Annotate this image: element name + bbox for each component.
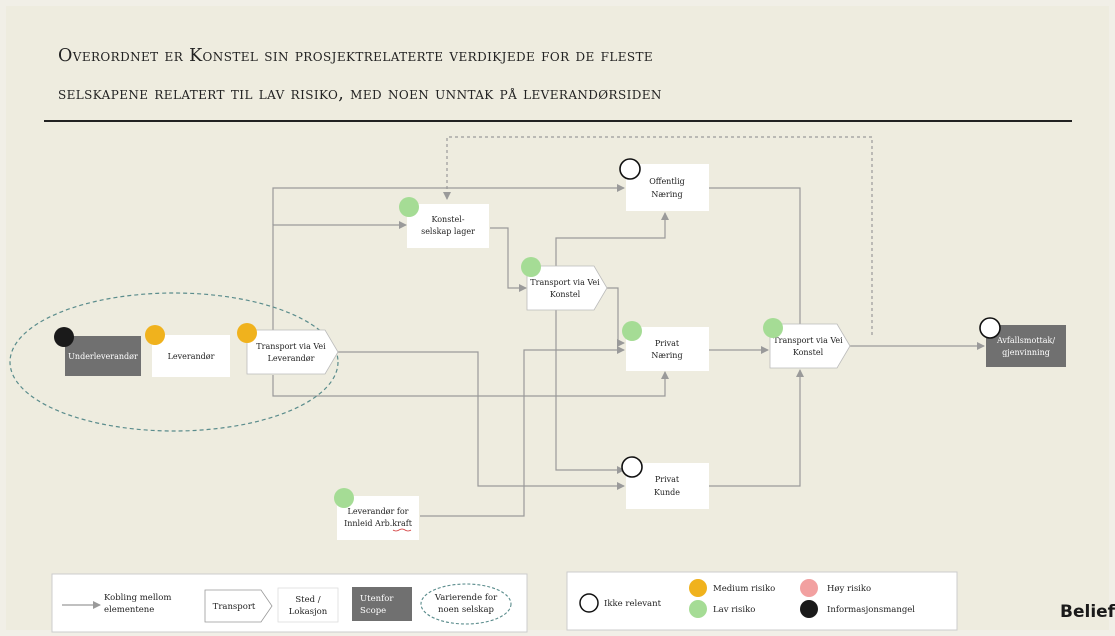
legend-dot-hoy — [800, 579, 818, 597]
node-privat-naering-line-2: Næring — [651, 351, 682, 360]
risk-dot-lav — [521, 257, 541, 277]
risk-dot-lav — [334, 488, 354, 508]
node-underleverandor: Underleverandør — [54, 327, 141, 376]
legend-sted-line-2: Lokasjon — [289, 607, 328, 617]
node-offentlig-naering-line-2: Næring — [651, 190, 682, 199]
node-privat-kunde-line-1: Privat — [655, 475, 680, 484]
node-transport-leverandor: Transport via Vei Leverandør — [237, 323, 339, 375]
node-privat-naering-line-1: Privat — [655, 339, 680, 348]
risk-dot-medium — [237, 323, 257, 343]
node-avfall-line-2: gjenvinning — [1002, 348, 1050, 357]
legend-utenfor-line-1: Utenfor — [360, 594, 394, 604]
node-transport-konstel-2-line-1: Transport via Vei — [773, 336, 843, 345]
legend-shapes: Kobling mellom elementene Transport Sted… — [51, 573, 528, 633]
node-privat-kunde-line-2: Kunde — [654, 488, 680, 497]
legend-dot-medium — [689, 579, 707, 597]
node-leverandor-arbeidskraft-line-2: Innleid Arb.kraft — [344, 519, 413, 528]
legend-varierende-line-2: noen selskap — [438, 605, 494, 615]
node-avfall: Avfallsmottak/ gjenvinning — [979, 317, 1066, 367]
node-leverandor-arbeidskraft-line-1: Leverandør for — [348, 507, 409, 516]
varierende-scope-ellipse — [9, 292, 339, 432]
connector-transport-to-privat-naering — [606, 287, 625, 347]
risk-dot-ikke-relevant — [619, 158, 641, 180]
risk-dot-ikke-relevant — [621, 456, 643, 478]
legend-kobling-line-2: elementene — [104, 605, 154, 615]
legend-sted-line-1: Sted / — [295, 595, 320, 605]
risk-dot-lav — [763, 318, 783, 338]
node-avfall-line-1: Avfallsmottak/ — [996, 336, 1055, 345]
risk-dot-medium — [145, 325, 165, 345]
risk-dot-lav — [622, 321, 642, 341]
node-transport-konstel-1-line-1: Transport via Vei — [530, 278, 600, 287]
node-transport-leverandor-line-2: Leverandør — [268, 354, 315, 363]
slide-title-line-1: Overordnet er Konstel sin prosjektrelate… — [58, 46, 654, 66]
legend-transport: Transport — [213, 602, 256, 612]
belief-logo: Belief — [1060, 602, 1115, 622]
risk-dot-lav — [399, 197, 419, 217]
node-transport-konstel-1-line-2: Konstel — [550, 290, 581, 299]
node-privat-kunde: Privat Kunde — [621, 456, 709, 509]
connector-lager-to-transport — [490, 227, 527, 292]
slide-title-line-2: selskapene relatert til lav risiko, med … — [58, 84, 662, 104]
legend-lav-risiko: Lav risiko — [713, 605, 755, 615]
title-divider — [44, 120, 1072, 122]
node-privat-naering: Privat Næring — [622, 321, 709, 371]
node-leverandor-arbeidskraft: Leverandør for Innleid Arb.kraft — [334, 488, 419, 540]
slide — [6, 6, 1109, 630]
legend-hoy-risiko: Høy risiko — [827, 584, 871, 594]
connector-transport-to-kunde — [555, 308, 625, 474]
node-transport-leverandor-line-1: Transport via Vei — [256, 342, 326, 351]
risk-dot-mangel — [54, 327, 74, 347]
node-offentlig-naering: Offentlig Næring — [619, 158, 709, 211]
risk-dot-ikke-relevant — [979, 317, 1001, 339]
legend-risk: Ikke relevant Medium risiko Lav risiko H… — [566, 571, 958, 631]
legend-varierende-line-1: Varierende for — [434, 593, 498, 603]
legend-medium-risiko: Medium risiko — [713, 584, 775, 594]
node-transport-konstel-1: Transport via Vei Konstel — [521, 257, 608, 311]
legend-kobling-line-1: Kobling mellom — [104, 593, 171, 603]
connector-transport-to-privat-kunde — [336, 351, 625, 490]
node-transport-konstel-2: Transport via Vei Konstel — [763, 318, 851, 369]
legend-dot-mangel — [800, 600, 818, 618]
legend-informasjonsmangel: Informasjonsmangel — [827, 605, 915, 615]
node-konstel-lager-line-2: selskap lager — [421, 227, 475, 236]
connector-return-dotted — [443, 136, 873, 335]
legend-ikke-relevant: Ikke relevant — [604, 599, 662, 609]
legend-dot-lav — [689, 600, 707, 618]
node-offentlig-naering-line-1: Offentlig — [649, 177, 685, 186]
node-konstel-lager: Konstel- selskap lager — [399, 197, 489, 248]
legend-utenfor-line-2: Scope — [360, 606, 386, 616]
connector-transport-to-privat-naering-low — [272, 371, 669, 397]
node-transport-konstel-2-line-2: Konstel — [793, 348, 824, 357]
connector-arbeidskraft-to-privat-naering — [420, 346, 625, 517]
node-leverandor-label: Leverandør — [168, 352, 215, 361]
legend-dot-ikke-relevant — [579, 593, 599, 613]
connector-rail-to-offentlig — [272, 184, 625, 225]
node-konstel-lager-line-1: Konstel- — [431, 215, 464, 224]
connector-kunde-to-transport-2 — [709, 369, 804, 487]
connector-offentlig-to-transport-2 — [709, 187, 804, 333]
node-underleverandor-label: Underleverandør — [68, 352, 138, 361]
node-leverandor: Leverandør — [145, 325, 230, 377]
